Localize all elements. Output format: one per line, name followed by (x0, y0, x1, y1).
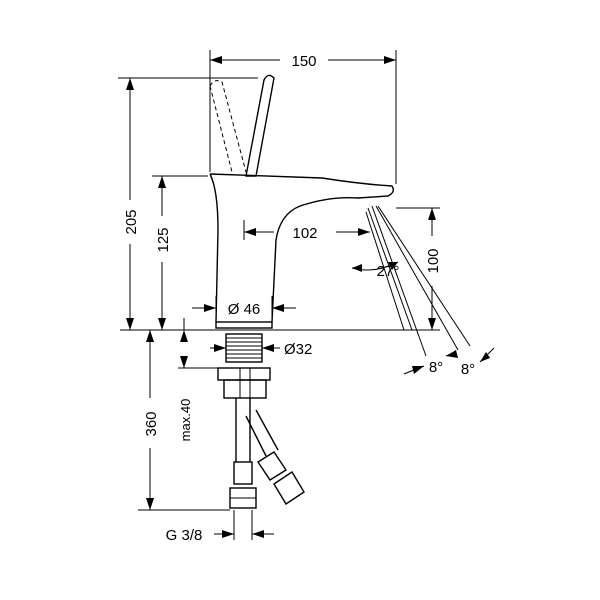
dim-max40 (178, 318, 218, 369)
dim-27-angle (351, 261, 399, 272)
dim-205-label: 205 (123, 209, 140, 234)
dim-125-label: 125 (155, 227, 172, 252)
dim-102 (243, 220, 370, 240)
dim-100 (396, 207, 440, 330)
dim-100-label: 100 (425, 248, 442, 273)
dim-27-label: 27° (377, 263, 400, 280)
dim-g38 (214, 510, 274, 540)
dim-360-label: 360 (143, 411, 160, 436)
dim-max40-label: max.40 (178, 399, 193, 442)
dim-125 (152, 175, 208, 330)
dim-8-angles (403, 347, 495, 375)
dim-8-left-label: 8° (429, 359, 443, 376)
dim-102-label: 102 (292, 225, 317, 242)
dim-8-right-label: 8° (461, 361, 475, 378)
dim-g38-label: G 3/8 (166, 527, 203, 544)
shank-assembly (217, 333, 305, 509)
dim-150-label: 150 (291, 53, 316, 70)
dim-360 (138, 330, 230, 511)
dim-46-label: Ø 46 (228, 301, 261, 318)
dim-32-label: Ø32 (284, 341, 312, 358)
dim-46 (192, 296, 296, 322)
spray-lines (365, 205, 471, 357)
faucet-body (209, 74, 395, 329)
dim-32 (210, 344, 280, 352)
dim-205 (118, 77, 258, 330)
dim-150 (209, 50, 397, 184)
